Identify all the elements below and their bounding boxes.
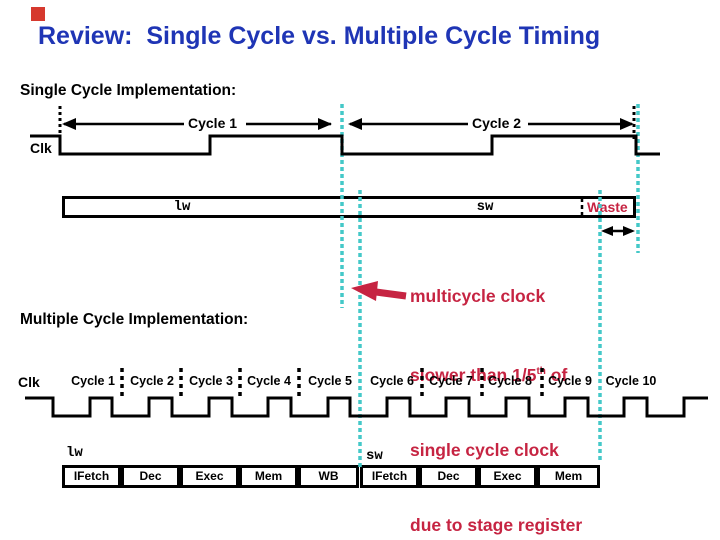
sw-stage-mem: Mem [537,465,600,488]
lw-stage-mem: Mem [239,465,298,488]
waste-label: Waste [587,199,628,215]
cycle-label-5: Cycle 5 [308,374,352,388]
sw-instruction-label: sw [476,199,494,215]
clk-label-multi: Clk [18,374,40,390]
sw-stage-ifetch: IFetch [360,465,419,488]
cycle-label-9: Cycle 9 [548,374,592,388]
lw-stage-dec: Dec [121,465,180,488]
cycle-label-10: Cycle 10 [605,374,657,388]
cycle-label-2: Cycle 2 [130,374,174,388]
sw-label-multi: sw [366,448,383,464]
lw-stage-wb: WB [298,465,359,488]
annotation-text: multicycle clock slower than 1/5th of si… [410,234,670,540]
cycle-label-1: Cycle 1 [71,374,115,388]
sw-stage-dec: Dec [419,465,478,488]
cycle-boundary-dotted-lines [58,106,636,140]
red-annotation-arrow [351,281,407,301]
lw-instruction-label: lw [173,199,191,215]
lw-stage-ifetch: IFetch [62,465,121,488]
single-cycle-clk-waveform [30,134,660,156]
cycle-label-8: Cycle 8 [488,374,532,388]
cycle-label-4: Cycle 4 [247,374,291,388]
clk-label-single: Clk [30,140,52,156]
cycle-label-7: Cycle 7 [429,374,473,388]
sw-stage-exec: Exec [478,465,537,488]
red-square-bullet-icon [31,7,45,21]
multiple-cycle-heading: Multiple Cycle Implementation: [20,311,249,328]
cycle-label-6: Cycle 6 [370,374,414,388]
annotation-line-1: multicycle clock [410,286,546,306]
cycle2-span-label: Cycle 2 [470,115,524,131]
single-cycle-heading: Single Cycle Implementation: [20,82,237,99]
cycle1-span-label: Cycle 1 [186,115,240,131]
single-cycle-instruction-box: lw sw Waste [62,196,636,218]
slide-title: Review: Single Cycle vs. Multiple Cycle … [38,22,601,50]
lw-label-multi: lw [66,445,83,461]
lw-stage-exec: Exec [180,465,239,488]
annotation-line-3: single cycle clock [410,439,559,460]
cycle-label-3: Cycle 3 [189,374,233,388]
annotation-line-4: due to stage register [410,514,583,535]
